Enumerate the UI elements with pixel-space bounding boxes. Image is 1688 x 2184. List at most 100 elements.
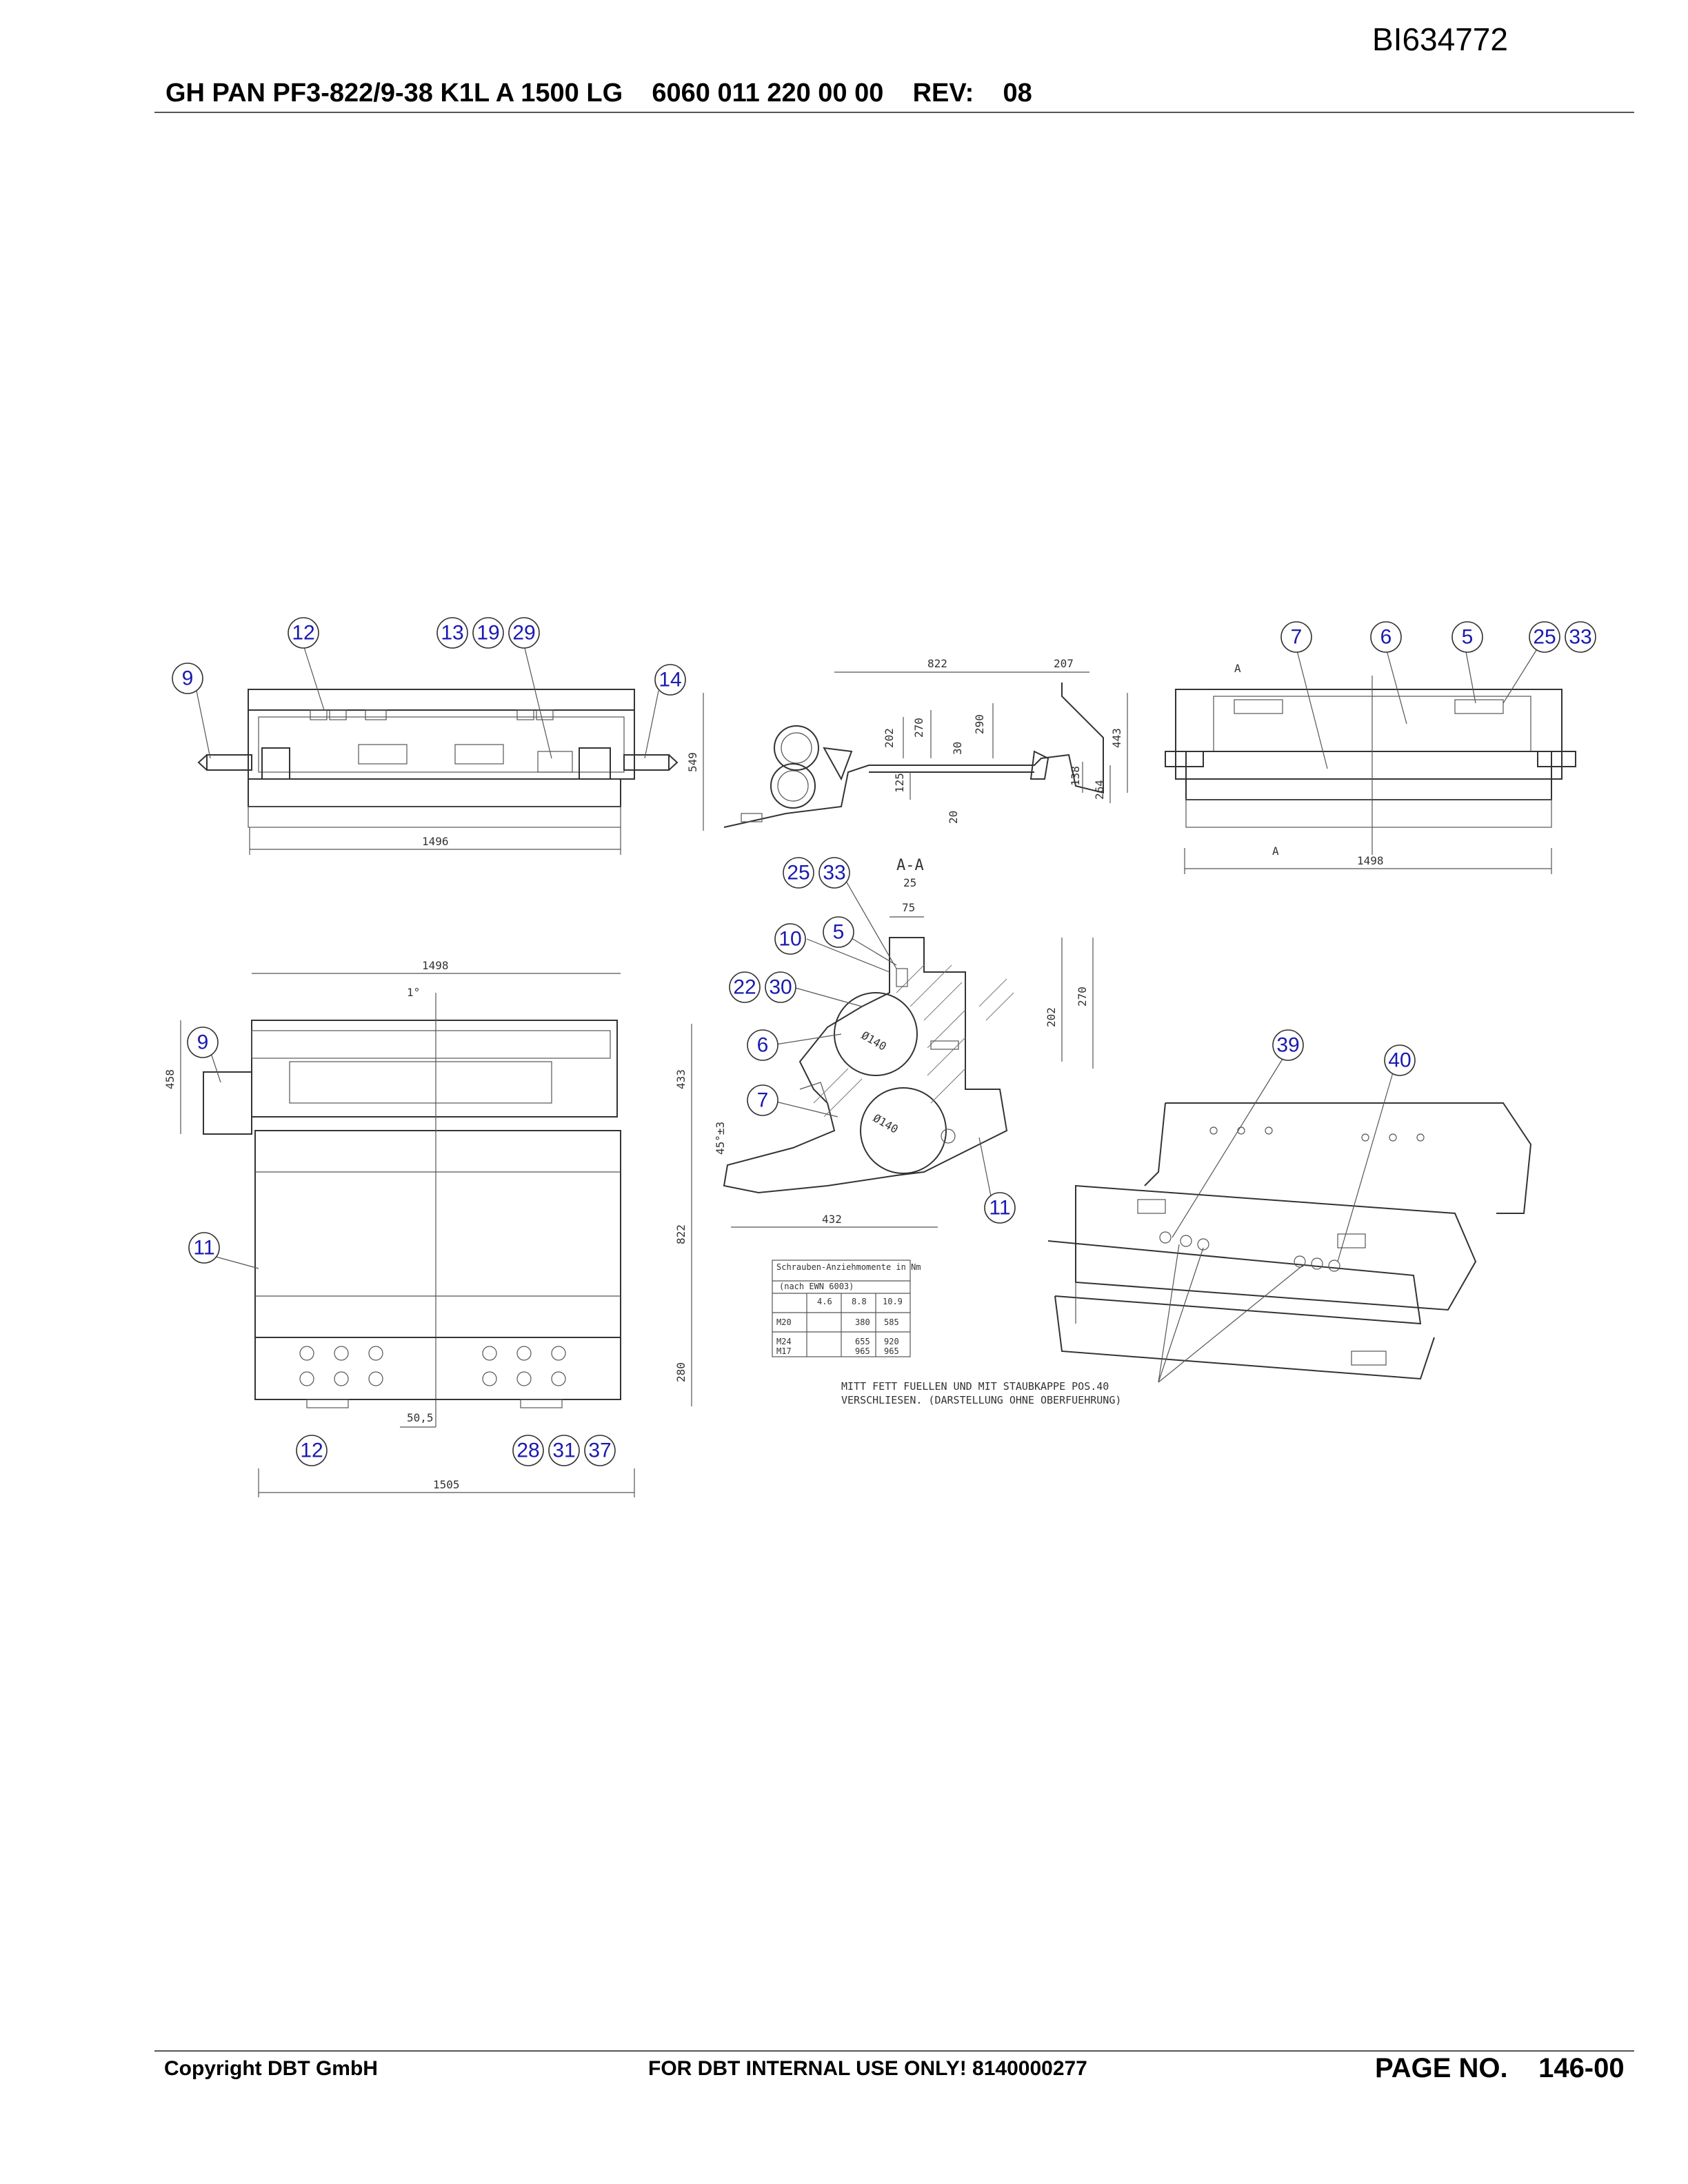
torque-cell: 965	[855, 1346, 870, 1356]
svg-text:6: 6	[757, 1034, 769, 1057]
svg-text:6: 6	[1380, 626, 1392, 649]
section-marker-top: A	[1234, 662, 1241, 675]
torque-col-10-9: 10.9	[883, 1297, 903, 1306]
view-bottom-left: 1498 1° 458 433 822 280 50,5 1505	[163, 959, 692, 1497]
balloon-6-section: 6	[747, 1029, 778, 1061]
dim-264: 264	[1093, 780, 1106, 800]
dim-549: 549	[686, 752, 699, 772]
balloon-25-top-right: 25	[1529, 621, 1560, 653]
copyright-text: Copyright DBT GmbH	[164, 2057, 378, 2080]
balloon-11-section: 11	[984, 1192, 1016, 1224]
view-section-a-a: A-A 25 75 202 270 Ø140 Ø140 45°±3 432	[714, 857, 1094, 1228]
balloon-9-top-left: 9	[172, 663, 203, 694]
dim-822: 822	[927, 657, 947, 670]
dim-202-sec: 202	[1045, 1007, 1058, 1027]
balloon-12-bottom-left: 12	[296, 1435, 328, 1466]
svg-text:25: 25	[787, 862, 810, 884]
torque-col-4-6: 4.6	[817, 1297, 832, 1306]
torque-row-label: M17	[776, 1346, 792, 1356]
svg-text:33: 33	[1569, 626, 1591, 649]
dim-75: 75	[902, 901, 915, 914]
svg-text:40: 40	[1388, 1049, 1411, 1072]
balloon-37: 37	[584, 1435, 616, 1466]
svg-text:9: 9	[182, 667, 194, 690]
svg-text:11: 11	[989, 1197, 1010, 1220]
svg-text:22: 22	[733, 976, 756, 999]
svg-text:19: 19	[476, 622, 499, 645]
dim-25: 25	[903, 876, 916, 889]
dim-50-5: 50,5	[407, 1411, 434, 1424]
assembly-note-line2: VERSCHLIESEN. (DARSTELLUNG OHNE OBERFUEH…	[841, 1394, 1121, 1406]
assembly-note-line1: MITT FETT FUELLEN UND MIT STAUBKAPPE POS…	[841, 1380, 1109, 1393]
dim-125: 125	[893, 773, 906, 793]
balloon-33-top-right: 33	[1565, 621, 1596, 653]
balloon-6-top-right: 6	[1370, 621, 1402, 653]
balloon-5-section: 5	[823, 916, 854, 948]
dim-290: 290	[973, 714, 986, 734]
svg-text:12: 12	[292, 622, 314, 645]
dim-1505: 1505	[433, 1478, 460, 1491]
svg-text:12: 12	[300, 1439, 323, 1462]
dim-138: 138	[1069, 766, 1082, 786]
part-title: GH PAN PF3-822/9-38 K1L A 1500 LG 6060 0…	[165, 79, 1032, 108]
balloon-31: 31	[548, 1435, 580, 1466]
dim-270: 270	[912, 718, 925, 738]
view-top-center: 822 207 549 202 270 290 30 125 20 138 26…	[686, 657, 1128, 831]
torque-cell: 380	[855, 1317, 870, 1327]
dim-207: 207	[1054, 657, 1074, 670]
svg-text:5: 5	[833, 921, 845, 944]
view-top-left: 1496	[196, 645, 679, 855]
dim-1498-bottom: 1498	[422, 959, 449, 972]
header-divider	[154, 112, 1634, 113]
dim-dia140-b: Ø140	[871, 1111, 901, 1136]
svg-text:5: 5	[1462, 626, 1474, 649]
dim-270-sec: 270	[1076, 987, 1089, 1007]
balloon-11-bottom-left: 11	[188, 1232, 220, 1264]
torque-cell: 585	[884, 1317, 899, 1327]
balloon-28: 28	[512, 1435, 544, 1466]
balloon-7-top-right: 7	[1280, 621, 1312, 653]
svg-text:39: 39	[1276, 1034, 1299, 1057]
bolt-pattern	[299, 1346, 566, 1386]
svg-text:31: 31	[552, 1439, 575, 1462]
balloon-5-top-right: 5	[1451, 621, 1483, 653]
dim-432: 432	[822, 1213, 842, 1226]
torque-col-8-8: 8.8	[852, 1297, 867, 1306]
balloon-40: 40	[1384, 1044, 1416, 1076]
footer-divider	[154, 2050, 1634, 2052]
svg-text:29: 29	[512, 622, 535, 645]
dim-45deg: 45°±3	[714, 1122, 727, 1155]
svg-text:13: 13	[441, 622, 463, 645]
page-number: PAGE NO. 146-00	[1375, 2053, 1625, 2083]
internal-use-notice: FOR DBT INTERNAL USE ONLY! 8140000277	[648, 2057, 1087, 2080]
view-isometric	[1047, 1058, 1532, 1383]
dim-202: 202	[883, 728, 896, 748]
dim-433: 433	[674, 1069, 687, 1089]
balloon-10: 10	[774, 923, 806, 955]
torque-cell: 965	[884, 1346, 899, 1356]
torque-row-label: M24	[776, 1337, 792, 1346]
svg-text:9: 9	[197, 1031, 209, 1054]
torque-table-title: Schrauben-Anziehmomente in Nm	[776, 1262, 921, 1272]
torque-row-label: M20	[776, 1317, 792, 1327]
balloon-14: 14	[654, 664, 686, 696]
svg-text:7: 7	[1291, 626, 1303, 649]
section-marker-bottom: A	[1272, 845, 1279, 858]
svg-text:37: 37	[588, 1439, 611, 1462]
dim-1-degree: 1°	[407, 986, 420, 999]
svg-text:30: 30	[769, 976, 792, 999]
balloon-19: 19	[472, 617, 504, 649]
dim-443: 443	[1110, 728, 1123, 748]
dim-822-plan: 822	[674, 1224, 687, 1244]
section-label: A-A	[896, 857, 924, 874]
svg-text:33: 33	[823, 862, 845, 884]
svg-text:25: 25	[1533, 626, 1556, 649]
document-id: BI634772	[1372, 21, 1508, 57]
torque-table: Schrauben-Anziehmomente in Nm (nach EWN …	[772, 1260, 921, 1357]
balloon-9-bottom-left: 9	[187, 1027, 219, 1058]
svg-text:28: 28	[516, 1439, 539, 1462]
view-top-right: A A 1498	[1165, 647, 1576, 874]
dim-30: 30	[951, 742, 964, 755]
dim-458: 458	[163, 1069, 177, 1089]
balloon-22: 22	[729, 971, 761, 1003]
